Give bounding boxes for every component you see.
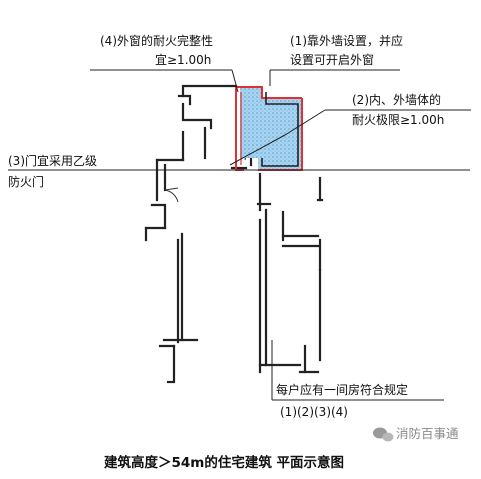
label-window-fire-integrity-line1: (4)外窗的耐火完整性 (100, 33, 213, 48)
label-wall-fire-limit-line2: 耐火极限≥1.00h (352, 113, 444, 127)
plan-walls (144, 84, 324, 384)
watermark-text: 消防百事通 (396, 426, 459, 441)
label-door-class-line2: 防火门 (8, 174, 44, 189)
label-exterior-wall-line1: (1)靠外墙设置，并应 (290, 33, 403, 48)
leader-lines (8, 69, 471, 401)
label-per-unit-line1: 每户应有一间房符合规定 (276, 382, 408, 397)
highlighted-room (235, 86, 303, 171)
label-exterior-wall-line2: 设置可开启外窗 (290, 53, 374, 67)
label-window-fire-integrity-line2: 宜≥1.00h (155, 52, 211, 67)
label-wall-fire-limit-line1: (2)内、外墙体的 (352, 92, 441, 107)
label-door-class-line1: (3)门宜采用乙级 (8, 153, 97, 168)
label-per-unit-line2: (1)(2)(3)(4) (280, 405, 348, 419)
watermark: 消防百事通 (373, 426, 459, 442)
figure-caption: 建筑高度＞54m的住宅建筑 平面示意图 (103, 454, 344, 471)
wechat-icon (373, 427, 394, 442)
